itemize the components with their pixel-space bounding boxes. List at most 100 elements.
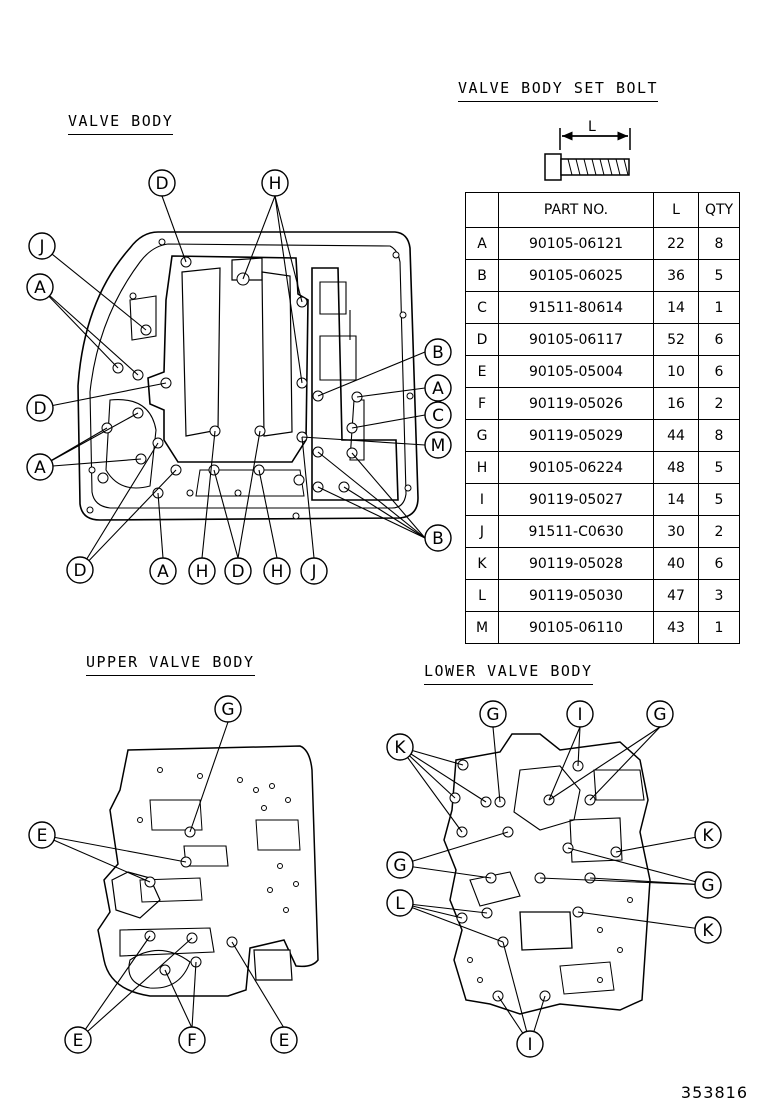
- row-part-no: 90105-06117: [498, 323, 654, 356]
- row-qty: 8: [698, 227, 740, 260]
- callout-lower-5: G: [386, 851, 414, 879]
- svg-text:G: G: [701, 876, 714, 896]
- row-key: A: [465, 227, 499, 260]
- row-length: 47: [653, 579, 699, 612]
- callout-valve-body-14: C: [424, 401, 452, 429]
- row-length: 48: [653, 451, 699, 484]
- svg-text:K: K: [702, 826, 714, 846]
- callout-lower-9: I: [516, 1030, 544, 1058]
- row-qty: 2: [698, 387, 740, 420]
- row-length: 43: [653, 611, 699, 644]
- row-key: D: [465, 323, 499, 356]
- callout-lower-8: K: [694, 916, 722, 944]
- callout-lower-4: K: [694, 821, 722, 849]
- callout-lower-2: G: [646, 700, 674, 728]
- svg-text:E: E: [37, 826, 48, 846]
- callout-valve-body-8: H: [188, 557, 216, 585]
- table-header-row: PART NO. L QTY: [465, 192, 740, 228]
- row-part-no: 91511-80614: [498, 291, 654, 324]
- lower-valve-body-leaders: [399, 726, 709, 1045]
- lower-valve-body-heading: LOWER VALVE BODY: [424, 662, 593, 685]
- callout-markers: D H J A D A D A H D H J B A C M B G E E …: [26, 169, 722, 1058]
- svg-text:B: B: [432, 529, 444, 549]
- svg-text:L: L: [395, 894, 405, 914]
- callout-upper-2: E: [64, 1026, 92, 1054]
- svg-text:A: A: [157, 562, 169, 582]
- row-qty: 1: [698, 291, 740, 324]
- svg-text:I: I: [577, 705, 582, 725]
- row-length: 52: [653, 323, 699, 356]
- row-length: 40: [653, 547, 699, 580]
- svg-text:D: D: [33, 399, 46, 419]
- callout-valve-body-10: H: [263, 557, 291, 585]
- row-qty: 1: [698, 611, 740, 644]
- svg-text:B: B: [432, 343, 444, 363]
- callout-valve-body-12: B: [424, 338, 452, 366]
- callout-valve-body-1: H: [261, 169, 289, 197]
- row-key: I: [465, 483, 499, 516]
- row-part-no: 91511-C0630: [498, 515, 654, 548]
- svg-text:G: G: [393, 856, 406, 876]
- valve-body-illustration: [77, 231, 419, 521]
- svg-text:G: G: [486, 705, 499, 725]
- row-length: 36: [653, 259, 699, 292]
- bolt-drawing: [544, 128, 631, 181]
- valve-body-set-bolt-heading: VALVE BODY SET BOLT: [458, 79, 659, 102]
- svg-text:J: J: [38, 237, 44, 257]
- valve-body-heading: VALVE BODY: [68, 112, 174, 135]
- header-key: [465, 192, 499, 228]
- row-qty: 6: [698, 323, 740, 356]
- upper-valve-body-illustration: [97, 745, 319, 997]
- row-key: E: [465, 355, 499, 388]
- header-length: L: [653, 192, 699, 228]
- row-key: K: [465, 547, 499, 580]
- svg-text:D: D: [73, 561, 86, 581]
- callout-lower-1: I: [566, 700, 594, 728]
- svg-text:C: C: [432, 406, 444, 426]
- callout-upper-3: F: [178, 1026, 206, 1054]
- callout-valve-body-0: D: [148, 169, 176, 197]
- upper-valve-body-heading: UPPER VALVE BODY: [86, 653, 255, 676]
- row-length: 30: [653, 515, 699, 548]
- row-key: F: [465, 387, 499, 420]
- row-key: G: [465, 419, 499, 452]
- svg-text:A: A: [432, 379, 444, 399]
- row-qty: 2: [698, 515, 740, 548]
- svg-text:E: E: [73, 1031, 84, 1051]
- callout-valve-body-16: B: [424, 524, 452, 552]
- svg-text:E: E: [279, 1031, 290, 1051]
- callout-valve-body-11: J: [300, 557, 328, 585]
- row-qty: 3: [698, 579, 740, 612]
- svg-text:K: K: [702, 921, 714, 941]
- row-part-no: 90119-05026: [498, 387, 654, 420]
- row-part-no: 90105-06224: [498, 451, 654, 484]
- reference-number: 353816: [680, 1083, 748, 1102]
- lower-valve-body-illustration: [443, 733, 651, 1015]
- svg-text:K: K: [394, 738, 406, 758]
- svg-text:H: H: [271, 562, 284, 582]
- svg-text:I: I: [527, 1035, 532, 1055]
- upper-valve-body-leaders: [41, 721, 285, 1041]
- callout-upper-1: E: [28, 821, 56, 849]
- row-key: J: [465, 515, 499, 548]
- callout-valve-body-3: A: [26, 273, 54, 301]
- row-length: 14: [653, 483, 699, 516]
- row-qty: 8: [698, 419, 740, 452]
- callout-valve-body-13: A: [424, 374, 452, 402]
- row-qty: 6: [698, 355, 740, 388]
- row-qty: 6: [698, 547, 740, 580]
- svg-text:G: G: [653, 705, 666, 725]
- svg-text:H: H: [269, 174, 282, 194]
- callout-valve-body-2: J: [28, 232, 56, 260]
- callout-upper-4: E: [270, 1026, 298, 1054]
